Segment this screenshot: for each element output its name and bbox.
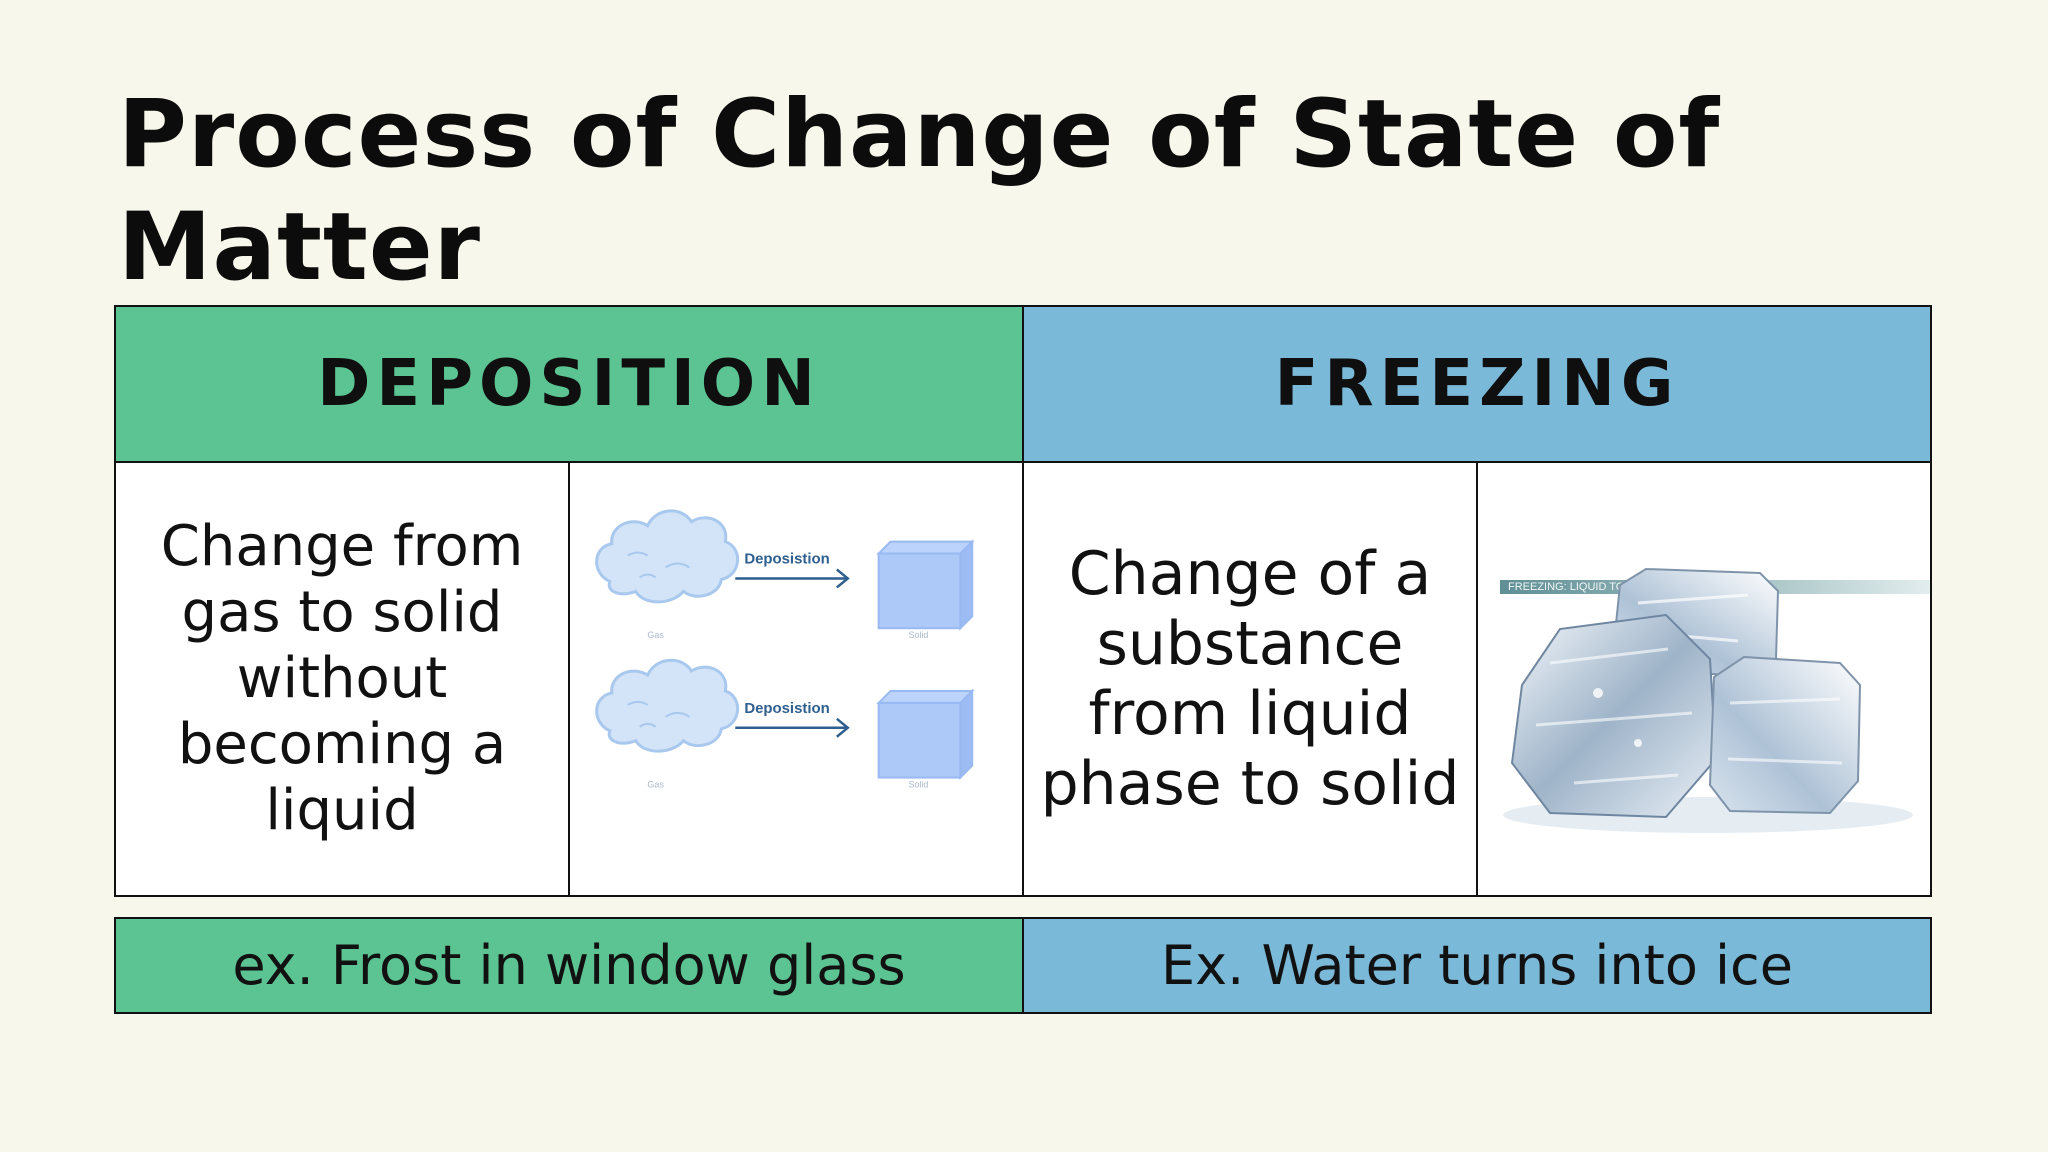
deposition-description: Change from gas to solid without becomin… — [160, 514, 524, 843]
deposition-diagram-cell: Gas Deposistion Solid Gas — [570, 463, 1024, 895]
solid-cube-icon — [876, 688, 975, 780]
gas-cloud-icon — [595, 658, 740, 753]
gas-label: Gas — [647, 780, 664, 790]
ice-cubes-image — [1503, 567, 1913, 833]
right-arrow-icon — [735, 568, 850, 589]
deposition-diagram: Gas Deposistion Solid Gas — [595, 509, 975, 790]
solid-label: Solid — [908, 630, 928, 640]
ice-cube-right — [1708, 655, 1862, 815]
page-title: Process of Change of State of Matter — [118, 80, 1721, 302]
right-arrow-icon — [735, 717, 850, 738]
deposition-description-cell: Change from gas to solid without becomin… — [116, 463, 570, 895]
solid-cube-icon — [876, 539, 975, 631]
freezing-example: Ex. Water turns into ice — [1024, 919, 1930, 1012]
ice-cube-left — [1510, 613, 1718, 819]
deposition-header: DEPOSITION — [116, 307, 1024, 463]
deposition-diagram-row: Gas Deposistion Solid — [595, 658, 975, 790]
solid-label: Solid — [908, 780, 928, 790]
freezing-image-cell: FREEZING: LIQUID TO SOLID — [1478, 463, 1930, 895]
comparison-table: DEPOSITION FREEZING Change from gas to s… — [114, 305, 1932, 897]
gas-label: Gas — [647, 630, 664, 640]
gas-cloud-icon — [595, 509, 740, 604]
examples-row: ex. Frost in window glass Ex. Water turn… — [114, 917, 1932, 1014]
deposition-arrow-label: Deposistion — [744, 551, 829, 568]
freezing-description-cell: Change of a substance from liquid phase … — [1024, 463, 1478, 895]
freezing-header: FREEZING — [1024, 307, 1930, 463]
deposition-diagram-row: Gas Deposistion Solid — [595, 509, 975, 640]
freezing-description: Change of a substance from liquid phase … — [1040, 539, 1460, 819]
deposition-example: ex. Frost in window glass — [116, 919, 1024, 1012]
deposition-arrow-label: Deposistion — [744, 700, 829, 717]
